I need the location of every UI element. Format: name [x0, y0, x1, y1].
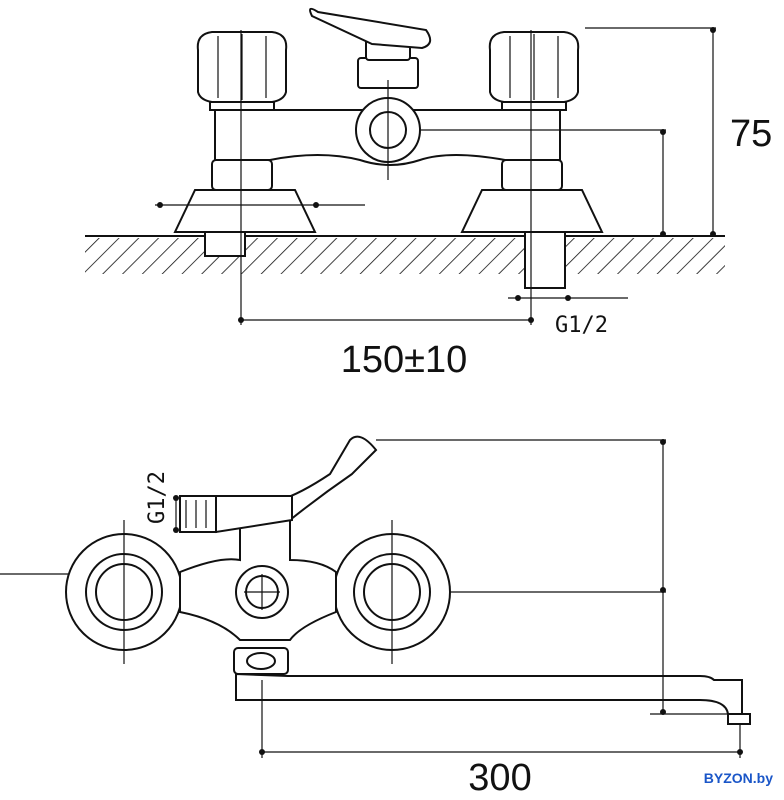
- spout-length-label: 300: [468, 757, 531, 799]
- brand-watermark: BYZON.by: [704, 770, 773, 786]
- spout-aerator: [727, 713, 751, 725]
- height-dimension-label: 75: [730, 113, 772, 155]
- width-dimension-label: 150±10: [341, 339, 468, 381]
- right-handle: [488, 31, 580, 111]
- spout: [235, 672, 743, 715]
- left-handle: [196, 31, 288, 111]
- front-thread-label: G1/2: [145, 471, 170, 524]
- front-view: 300 G1/2: [0, 435, 751, 799]
- front-lever: [278, 435, 378, 522]
- spout-collar: [233, 647, 289, 675]
- right-nut: [501, 159, 563, 191]
- left-flange: [173, 189, 317, 233]
- right-inlet-pipe: [524, 227, 566, 289]
- wall-hatch: [85, 238, 725, 274]
- top-thread-label: G1/2: [555, 313, 608, 338]
- top-view: 150±10 75 G1/2: [85, 7, 772, 381]
- right-flange: [460, 189, 604, 233]
- left-nut: [211, 159, 273, 191]
- switch-lever: [309, 7, 432, 50]
